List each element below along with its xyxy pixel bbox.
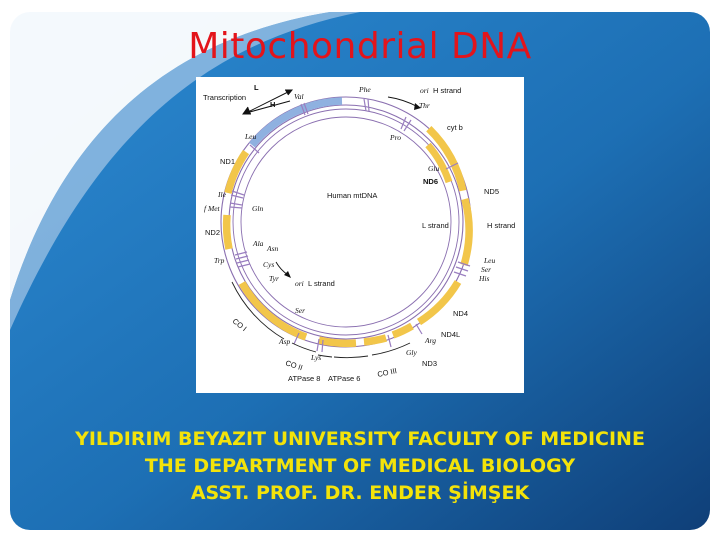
rRNA-band: [249, 97, 343, 148]
ori-h-arrowhead: [414, 103, 421, 110]
trna-ticks: [229, 98, 471, 353]
trna-ala: Ala: [252, 239, 264, 248]
trna-fmet: f Met: [204, 204, 221, 213]
inner-ring-inner: [240, 116, 452, 328]
gene-nd4l: ND4L: [441, 330, 460, 339]
strand-l-label: L: [254, 83, 259, 92]
gene-nd5: ND5: [484, 187, 499, 196]
nd6-band: [425, 142, 453, 184]
outer-brackets: [231, 281, 411, 359]
trna-phe: Phe: [358, 85, 371, 94]
l-strand-label: L strand: [422, 221, 449, 230]
footer-department: THE DEPARTMENT OF MEDICAL BIOLOGY: [144, 455, 576, 477]
transcription-arrows: [242, 89, 294, 115]
trna-arg: Arg: [424, 336, 436, 345]
ori-l-arrowhead: [284, 271, 291, 278]
gene-nd2: ND2: [205, 228, 220, 237]
trna-ser-right: Ser: [481, 265, 491, 274]
strand-h-label: H: [270, 100, 275, 109]
gene-co3: CO III: [377, 366, 398, 379]
trna-gln: Gln: [252, 204, 264, 213]
gene-nd4: ND4: [453, 309, 468, 318]
trna-glu: Glu: [428, 164, 440, 173]
ori-l-prefix: ori: [295, 279, 304, 288]
trna-his: His: [478, 274, 490, 283]
center-label: Human mtDNA: [327, 191, 377, 200]
gene-nd6: ND6: [423, 177, 438, 186]
trna-val: Val: [294, 92, 304, 101]
footer-author: ASST. PROF. DR. ENDER ŞİMŞEK: [190, 482, 530, 504]
slide-title: Mitochondrial DNA: [188, 26, 532, 67]
ori-h-prefix: ori: [420, 86, 429, 95]
gene-co2: CO II: [284, 358, 303, 372]
gene-bands: [222, 126, 473, 348]
trna-asn: Asn: [266, 244, 279, 253]
gene-nd3: ND3: [422, 359, 437, 368]
gene-co1: CO I: [231, 316, 249, 333]
trna-ile: Ile: [217, 190, 227, 199]
ori-h-label: H strand: [433, 86, 461, 95]
trna-lys: Lys: [310, 353, 321, 362]
ori-l-label: L strand: [308, 279, 335, 288]
trna-thr: Thr: [419, 101, 430, 110]
h-strand-label: H strand: [487, 221, 515, 230]
trna-ser-bottom: Ser: [295, 306, 305, 315]
gene-atp8: ATPase 8: [288, 374, 320, 383]
transcription-label: Transcription: [203, 93, 246, 102]
trna-trp: Trp: [214, 256, 225, 265]
inner-ring: [232, 108, 460, 336]
gene-cyt-b: cyt b: [447, 123, 463, 132]
footer-university: YILDIRIM BEYAZIT UNIVERSITY FACULTY OF M…: [75, 428, 645, 450]
trna-gly: Gly: [406, 348, 418, 357]
trna-tyr: Tyr: [269, 274, 279, 283]
gene-nd1: ND1: [220, 157, 235, 166]
mtdna-diagram: Transcription L H ori H strand Phe Val T…: [196, 77, 524, 393]
trna-pro: Pro: [389, 133, 401, 142]
trna-leu-right: Leu: [483, 256, 496, 265]
gene-atp6: ATPase 6: [328, 374, 360, 383]
trna-cys: Cys: [263, 260, 274, 269]
trna-asp: Asp: [278, 337, 291, 346]
mtdna-map: Transcription L H ori H strand Phe Val T…: [203, 83, 515, 383]
trna-leu-top: Leu: [244, 132, 257, 141]
